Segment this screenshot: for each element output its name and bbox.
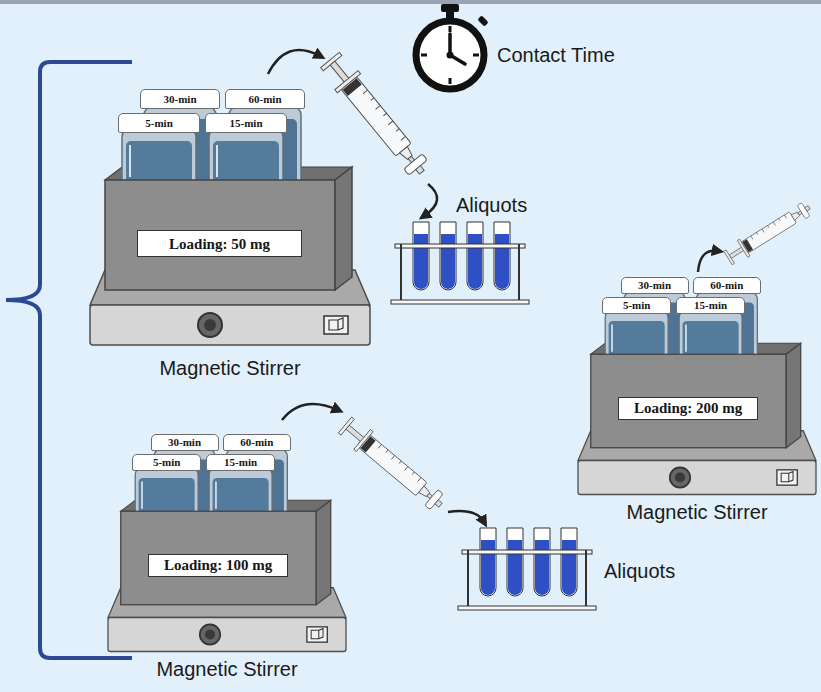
jar-time-label: 30-min: [638, 279, 671, 292]
jar-lid: 60-min: [693, 277, 761, 294]
stirrer-label: Magnetic Stirrer: [626, 501, 767, 524]
jar-time-label: 30-min: [168, 436, 201, 449]
jar-lid: 5-min: [132, 454, 202, 471]
magnetic-stirrer: Magnetic Stirrer 30-min 60-min 5-min 15-minL…: [90, 55, 370, 380]
jar-lid: 60-min: [223, 434, 291, 451]
stirrer-label: Magnetic Stirrer: [156, 658, 297, 681]
magnetic-stirrer: Magnetic Stirrer 30-min 60-min 5-min 15-minL…: [108, 405, 346, 681]
loading-box: Loading: 50 mg: [137, 230, 302, 257]
stopwatch-icon: [441, 4, 459, 12]
loading-text: Loading: 50 mg: [169, 235, 270, 253]
jar-time-label: 15-min: [224, 456, 257, 469]
jar-lid: 5-min: [118, 113, 200, 133]
stopwatch-icon: [421, 26, 479, 84]
jar-lid: 30-min: [151, 434, 219, 451]
jar-time-label: 5-min: [145, 117, 173, 130]
jar-time-label: 5-min: [623, 299, 651, 312]
syringe-icon: [723, 199, 815, 267]
jar-lid: 30-min: [621, 277, 689, 294]
aliquots-label: Aliquots: [604, 560, 675, 583]
top-bar: [0, 0, 821, 4]
syringe-icon: [318, 50, 433, 181]
loading-text: Loading: 100 mg: [164, 556, 272, 574]
curly-bracket: [6, 62, 132, 658]
curved-arrow: [282, 404, 338, 420]
loading-box: Loading: 100 mg: [148, 554, 288, 577]
stopwatch-icon: [447, 52, 454, 59]
magnetic-stirrer: Magnetic Stirrer 30-min 60-min 5-min 15-minL…: [578, 248, 816, 524]
curved-arrow: [424, 184, 437, 216]
stopwatch-icon: [416, 21, 484, 89]
stopwatch-icon: [416, 4, 489, 89]
jar-time-label: 60-min: [710, 279, 743, 292]
loading-text: Loading: 200 mg: [634, 399, 742, 417]
stirrer-illustration: [90, 107, 370, 345]
contact-time-label: Contact Time: [497, 44, 615, 67]
jar-lid: 15-min: [205, 113, 287, 133]
curved-arrow: [268, 50, 320, 74]
aliquots-label: Aliquots: [456, 194, 527, 217]
jar-lid: 15-min: [676, 297, 746, 314]
test-tube-rack: [391, 222, 529, 304]
jar-lid: 5-min: [602, 297, 672, 314]
stirrer-illustration: [108, 449, 346, 651]
stirrer-label: Magnetic Stirrer: [159, 357, 300, 380]
stopwatch-icon: [477, 15, 488, 26]
curved-arrow: [698, 251, 718, 272]
jar-time-label: 5-min: [153, 456, 181, 469]
stirrer-illustration: [578, 292, 816, 494]
test-tube-rack: [458, 528, 596, 610]
curved-arrow: [448, 511, 484, 522]
jar-time-label: 60-min: [249, 93, 282, 106]
jar-lid: 15-min: [206, 454, 276, 471]
jar-time-label: 15-min: [230, 117, 263, 130]
jar-time-label: 30-min: [164, 93, 197, 106]
jar-lid: 30-min: [140, 89, 220, 109]
syringe-icon: [337, 415, 449, 515]
jar-time-label: 15-min: [694, 299, 727, 312]
jar-lid: 60-min: [225, 89, 305, 109]
loading-box: Loading: 200 mg: [618, 397, 758, 420]
jar-time-label: 60-min: [240, 436, 273, 449]
